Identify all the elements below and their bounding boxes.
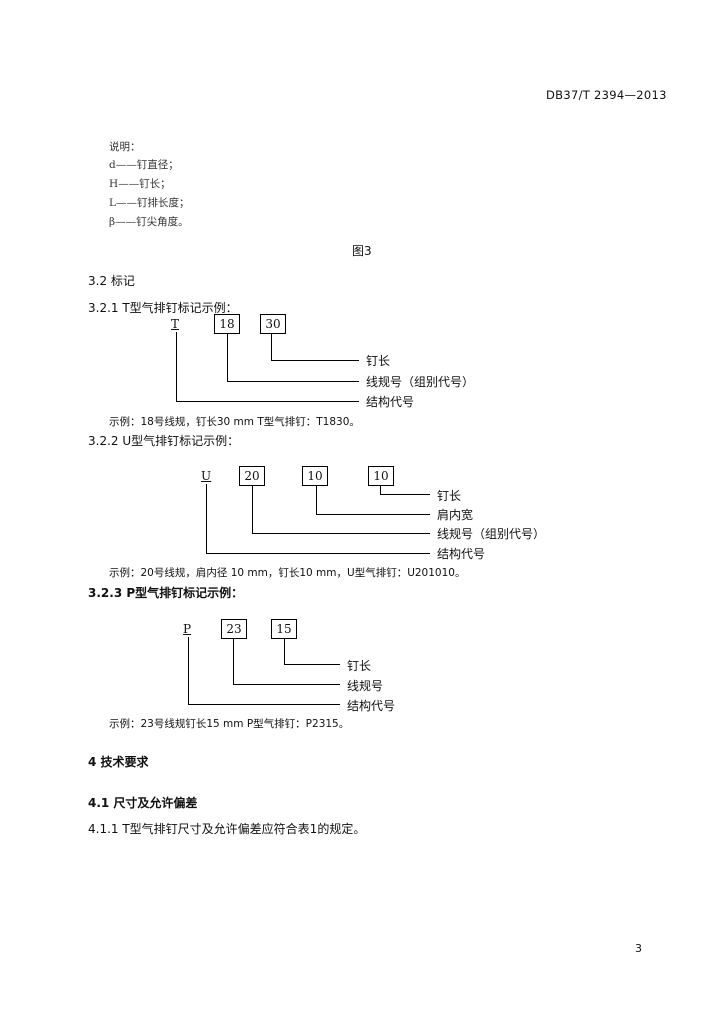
p-gauge-box: 23: [221, 619, 247, 639]
t-length-leader-v: [271, 334, 272, 360]
section-3-2-2-heading: 3.2.2 U型气排钉标记示例：: [88, 434, 240, 448]
t-gauge-box: 18: [214, 314, 240, 334]
p-label-gauge: 线规号: [347, 679, 384, 693]
u-shoulder-box: 10: [302, 466, 328, 486]
u-structure-leader-h: [206, 553, 430, 554]
legend-item-h: H——钉长；: [109, 178, 171, 190]
t-label-length: 钉长: [366, 354, 391, 368]
u-label-shoulder: 肩内宽: [437, 508, 474, 522]
document-code: DB37/T 2394—2013: [546, 88, 667, 102]
t-label-structure: 结构代号: [366, 395, 415, 409]
u-label-structure: 结构代号: [437, 547, 486, 561]
u-example-text: 示例：20号线规，肩内径 10 mm，钉长10 mm，U型气排钉：U201010…: [109, 567, 466, 579]
t-structure-leader-v: [176, 332, 177, 401]
t-label-gauge: 线规号（组别代号）: [366, 375, 475, 389]
legend-item-beta: β——钉尖角度。: [109, 216, 189, 228]
u-structure-leader-v: [206, 484, 207, 553]
t-gauge-leader-h: [227, 381, 359, 382]
t-example-text: 示例：18号线规，钉长30 mm T型气排钉：T1830。: [109, 416, 360, 428]
u-length-leader-h: [380, 494, 430, 495]
u-shoulder-leader-v: [316, 486, 317, 514]
u-label-gauge: 线规号（组别代号）: [437, 527, 546, 541]
p-length-leader-v: [284, 639, 285, 664]
section-3-2-heading: 3.2 标记: [88, 274, 135, 288]
page-number: 3: [635, 942, 642, 955]
legend-item-d: d——钉直径；: [109, 159, 179, 171]
section-3-2-3-heading: 3.2.3 P型气排钉标记示例：: [88, 586, 244, 600]
p-length-box: 15: [271, 619, 297, 639]
t-gauge-leader-v: [227, 334, 228, 381]
u-length-box: 10: [368, 466, 394, 486]
p-length-leader-h: [284, 664, 340, 665]
u-gauge-box: 20: [239, 466, 265, 486]
section-4-1-heading: 4.1 尺寸及允许偏差: [88, 796, 198, 810]
p-example-text: 示例：23号线规钉长15 mm P型气排钉：P2315。: [109, 718, 350, 730]
section-3-2-1-heading: 3.2.1 T型气排钉标记示例：: [88, 301, 238, 315]
u-structure-letter: U: [201, 469, 212, 483]
p-gauge-leader-h: [233, 684, 340, 685]
u-gauge-leader-v: [252, 486, 253, 533]
p-gauge-leader-v: [233, 639, 234, 684]
legend-title: 说明：: [109, 141, 141, 153]
t-structure-leader-h: [176, 401, 359, 402]
section-4-1-1-text: 4.1.1 T型气排钉尺寸及允许偏差应符合表1的规定。: [88, 822, 366, 836]
p-structure-leader-h: [188, 704, 340, 705]
p-structure-leader-v: [188, 637, 189, 704]
p-label-structure: 结构代号: [347, 699, 396, 713]
section-4-heading: 4 技术要求: [88, 755, 149, 769]
u-shoulder-leader-h: [316, 514, 430, 515]
p-structure-letter: P: [183, 622, 192, 636]
u-length-leader-v: [380, 486, 381, 494]
u-gauge-leader-h: [252, 533, 430, 534]
legend-item-l: L——钉排长度；: [109, 197, 190, 209]
t-length-box: 30: [260, 314, 286, 334]
u-label-length: 钉长: [437, 489, 462, 503]
figure-caption: 图3: [352, 244, 372, 258]
p-label-length: 钉长: [347, 659, 372, 673]
t-length-leader-h: [271, 360, 359, 361]
t-structure-letter: T: [171, 317, 180, 331]
